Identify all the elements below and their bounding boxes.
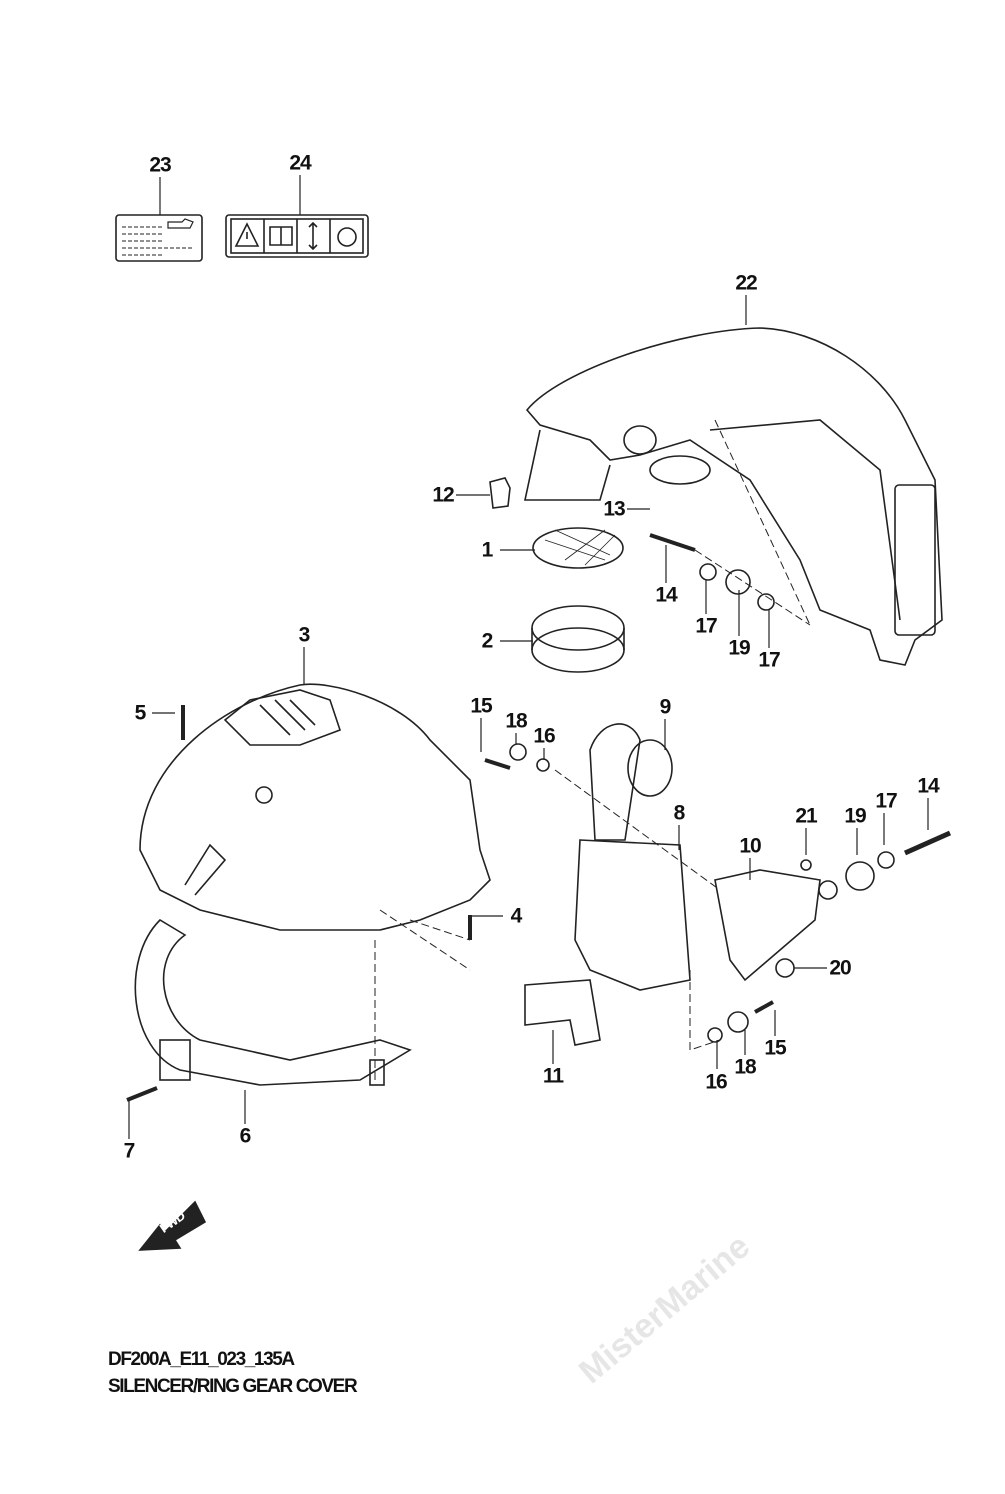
callout-18: 18 xyxy=(734,1055,756,1079)
part-12-clip xyxy=(489,477,511,509)
part-6-lower-cover xyxy=(134,918,412,1086)
callout-16: 16 xyxy=(533,724,555,748)
diagram-title: SILENCER/RING GEAR COVER xyxy=(108,1376,358,1397)
callout-10: 10 xyxy=(739,834,761,858)
callout-16: 16 xyxy=(705,1070,727,1094)
warning-icon xyxy=(234,222,260,247)
rotation-icon xyxy=(337,227,357,247)
callout-17: 17 xyxy=(875,789,897,813)
callout-19: 19 xyxy=(844,804,866,828)
callout-3: 3 xyxy=(298,623,311,647)
diagram-code: DF200A_E11_023_135A xyxy=(108,1349,295,1370)
part-24-warning-label xyxy=(225,214,369,258)
part-2-ring xyxy=(531,605,625,673)
callout-6: 6 xyxy=(239,1124,252,1148)
callout-24: 24 xyxy=(289,151,311,175)
callout-1: 1 xyxy=(481,538,494,562)
callout-18: 18 xyxy=(505,709,527,733)
part-1-filter xyxy=(532,527,624,569)
fwd-arrow-icon xyxy=(138,1200,207,1251)
callout-11: 11 xyxy=(542,1064,564,1088)
part-10-bracket xyxy=(714,869,821,982)
callout-2: 2 xyxy=(481,629,494,653)
callout-9: 9 xyxy=(659,695,672,719)
part-9-ring xyxy=(627,739,673,797)
callout-23: 23 xyxy=(149,153,171,177)
oil-can-icon xyxy=(167,218,194,229)
callout-5: 5 xyxy=(134,701,147,725)
callout-17: 17 xyxy=(695,614,717,638)
callout-13: 13 xyxy=(603,497,625,521)
part-11-bracket xyxy=(524,979,601,1046)
callout-21: 21 xyxy=(795,804,817,828)
callout-7: 7 xyxy=(123,1139,136,1163)
callout-20: 20 xyxy=(829,956,851,980)
part-14-bolt xyxy=(649,533,696,552)
part-20-clip xyxy=(775,958,795,978)
callout-22: 22 xyxy=(735,271,757,295)
callout-14: 14 xyxy=(655,583,677,607)
callout-19: 19 xyxy=(728,636,750,660)
manual-icon xyxy=(269,226,293,246)
callout-12: 12 xyxy=(432,483,454,507)
callout-14: 14 xyxy=(917,774,939,798)
callout-15: 15 xyxy=(764,1036,786,1060)
part-22-silencer xyxy=(524,327,943,666)
callout-8: 8 xyxy=(673,801,686,825)
callout-4: 4 xyxy=(510,904,523,928)
up-down-icon xyxy=(308,221,318,251)
callout-17: 17 xyxy=(758,648,780,672)
part-8-resonator xyxy=(574,723,691,991)
part-13-grommet xyxy=(649,455,711,485)
callout-15: 15 xyxy=(470,694,492,718)
part-23-oil-label xyxy=(115,214,203,262)
part-3-ring-gear-cover xyxy=(139,683,491,931)
